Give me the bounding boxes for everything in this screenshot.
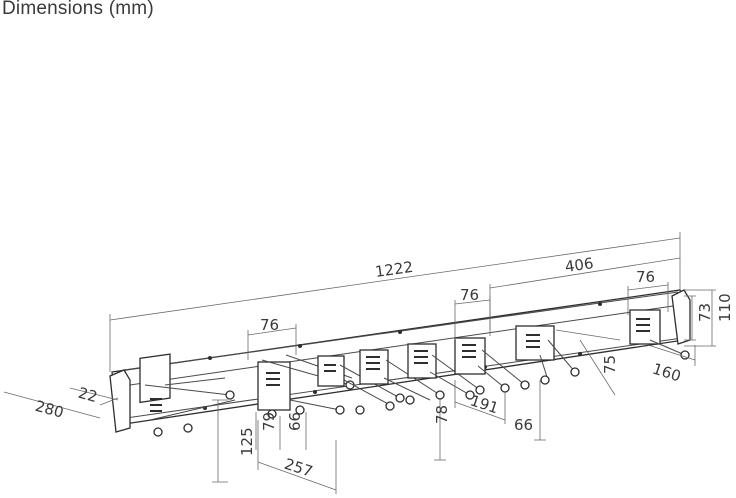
dim-hook-offset-79: 79 — [260, 412, 278, 431]
hook-bracket — [139, 353, 236, 437]
dim-depth: 280 — [33, 397, 65, 422]
dim-overall-length: 1222 — [374, 258, 414, 281]
dim-hook-len-160: 160 — [650, 360, 683, 386]
dim-rail-height-inner: 73 — [696, 303, 714, 322]
hook-bracket — [454, 337, 530, 393]
hook-bracket — [257, 354, 355, 419]
dim-hook-drop-66b: 66 — [514, 416, 533, 434]
hook-bracket — [629, 309, 690, 360]
hook-bracket — [407, 343, 485, 400]
hook-bracket — [359, 349, 445, 405]
dim-rail-height-outer: 110 — [716, 293, 734, 322]
dim-hook-drop-a: 125 — [238, 427, 256, 456]
dim-hook-spacing-a: 76 — [260, 316, 279, 334]
page-title: Dimensions (mm) — [2, 0, 154, 19]
dim-hook-drop-78: 78 — [433, 405, 451, 424]
dim-hook-span-257: 257 — [282, 455, 315, 481]
dim-hook-span-191: 191 — [468, 391, 501, 417]
dim-rail-depth: 22 — [76, 384, 99, 406]
dimension-lines — [3, 232, 716, 494]
dim-hook-offset-66: 66 — [286, 412, 304, 431]
dim-hook-drop-75: 75 — [601, 355, 619, 374]
dim-right-section: 406 — [564, 254, 595, 276]
rail-body — [109, 289, 691, 433]
hook-bracket — [515, 325, 580, 385]
dim-hook-spacing-c: 76 — [636, 268, 655, 286]
dim-hook-spacing-b: 76 — [460, 286, 479, 304]
